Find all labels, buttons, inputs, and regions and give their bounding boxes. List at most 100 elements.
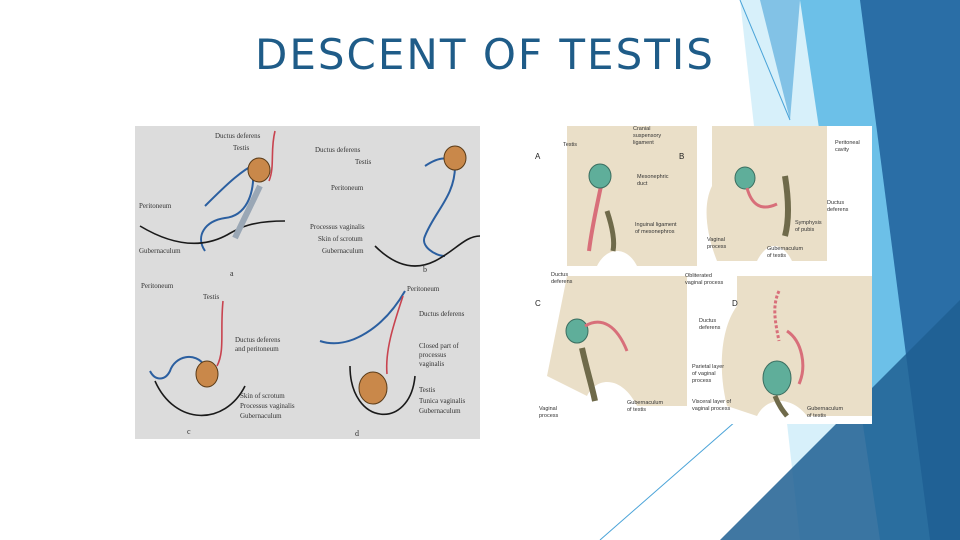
panel-B-label-vaginal-2: process	[707, 244, 727, 250]
left-figure-drawing: Ductus deferens Testis Peritoneum Gubern…	[135, 126, 480, 439]
panel-b-label-processus: Processus vaginalis	[310, 223, 365, 231]
panel-B-label-guber-2: of testis	[767, 253, 786, 259]
panel-D-label-visceral-2: vaginal process	[692, 406, 730, 412]
panel-D-label-ductus: Ductus	[699, 318, 716, 324]
panel-b-peritoneum-line	[424, 159, 455, 257]
panel-A: A Testis Cranial suspensory ligament Mes…	[535, 126, 697, 266]
panel-D-label-parietal-3: process	[692, 378, 712, 384]
panel-C-letter: C	[535, 299, 541, 308]
panel-d-label-tunica: Tunica vaginalis	[419, 397, 465, 405]
panel-d-label-testis: Testis	[419, 386, 436, 394]
panel-b-testis	[444, 146, 466, 170]
panel-b-label-ductus: Ductus deferens	[315, 146, 361, 154]
panel-b-label-peritoneum: Peritoneum	[331, 184, 364, 192]
panel-A-body	[567, 126, 697, 266]
panel-A-label-meso: Mesonephric	[637, 174, 669, 180]
panel-A-label-testis: Testis	[563, 142, 577, 148]
panel-A-label-inguinal: Inguinal ligament	[635, 222, 677, 228]
panel-a-label-peritoneum: Peritoneum	[139, 202, 172, 210]
panel-A-label-cranial-3: ligament	[633, 140, 654, 146]
panel-C-body	[547, 276, 687, 406]
panel-d: Peritoneum Ductus deferens Closed part o…	[320, 285, 465, 438]
panel-D-testis	[763, 361, 791, 395]
panel-D-label-obliterated-2: vaginal process	[685, 280, 723, 286]
panel-d-peritoneum-line	[320, 291, 405, 343]
panel-D-body	[722, 276, 872, 416]
panel-B-label-cavity: Peritoneal	[835, 140, 860, 146]
panel-d-label-ductus: Ductus deferens	[419, 310, 465, 318]
panel-b-skin-line	[375, 236, 480, 266]
panel-a-label-ductus: Ductus deferens	[215, 132, 261, 140]
panel-d-letter: d	[355, 429, 359, 438]
panel-c-ductus	[217, 301, 223, 366]
panel-d-label-closed-3: vaginalis	[419, 360, 445, 368]
panel-A-label-cranial-2: suspensory	[633, 133, 661, 139]
panel-c-label-gubernaculum: Gubernaculum	[240, 412, 282, 420]
panel-A-testis	[589, 164, 611, 188]
slide-title: DESCENT OF TESTIS	[255, 30, 715, 79]
panel-a-letter: a	[230, 269, 234, 278]
panel-B-testis	[735, 167, 755, 189]
panel-B-label-symphysis: Symphysis	[795, 220, 822, 226]
panel-a-testis	[248, 158, 270, 182]
panel-c-label-processus: Processus vaginalis	[240, 402, 295, 410]
panel-D: D Obliterated vaginal process Ductus def…	[685, 273, 872, 419]
panel-D-label-ductus-2: deferens	[699, 325, 721, 331]
panel-C: C Ductus deferens Vaginal process Gubern…	[535, 272, 687, 419]
panel-b-letter: b	[423, 265, 427, 274]
panel-b: Ductus deferens Testis Peritoneum Proces…	[310, 146, 480, 274]
panel-C-label-ductus-2: deferens	[551, 279, 573, 285]
panel-C-label-ductus: Ductus	[551, 272, 568, 278]
panel-c-label-ductus-2: and peritoneum	[235, 345, 279, 353]
panel-D-letter: D	[732, 299, 738, 308]
left-descent-figure: Ductus deferens Testis Peritoneum Gubern…	[135, 126, 480, 439]
panel-a-label-gubernaculum: Gubernaculum	[139, 247, 181, 255]
panel-d-label-closed-2: processus	[419, 351, 446, 359]
panel-d-label-gubernaculum: Gubernaculum	[419, 407, 461, 415]
panel-d-testis	[359, 372, 387, 404]
panel-A-label-meso-2: duct	[637, 181, 648, 187]
panel-B-letter: B	[679, 152, 684, 161]
panel-B-label-symphysis-2: of pubis	[795, 227, 815, 233]
panel-d-label-peritoneum: Peritoneum	[407, 285, 440, 293]
panel-A-label-inguinal-2: of mesonephros	[635, 229, 675, 235]
panel-C-label-guber: Gubernaculum	[627, 400, 663, 406]
panel-C-label-vaginal: Vaginal	[539, 406, 557, 412]
panel-C-testis	[566, 319, 588, 343]
panel-B-label-ductus-2: deferens	[827, 207, 849, 213]
panel-D-label-parietal: Parietal layer	[692, 364, 724, 370]
panel-a-label-testis: Testis	[233, 144, 250, 152]
panel-d-label-closed: Closed part of	[419, 342, 459, 350]
panel-b-label-skin: Skin of scrotum	[318, 235, 363, 243]
panel-c-skin-line	[155, 381, 245, 415]
panel-C-label-vaginal-2: process	[539, 413, 559, 419]
panel-D-label-guber: Gubernaculum	[807, 406, 843, 412]
panel-a-skin-line	[140, 221, 285, 243]
right-figure-drawing: A Testis Cranial suspensory ligament Mes…	[527, 126, 872, 424]
panel-B-label-cavity-2: cavity	[835, 147, 849, 153]
panel-B-guber	[785, 176, 788, 236]
panel-B-label-vaginal: Vaginal	[707, 237, 725, 243]
panel-c-label-testis: Testis	[203, 293, 220, 301]
panel-c-label-skin: Skin of scrotum	[240, 392, 285, 400]
right-descent-figure: A Testis Cranial suspensory ligament Mes…	[527, 126, 872, 424]
panel-B-label-guber: Gubernaculum	[767, 246, 803, 252]
panel-c-letter: c	[187, 427, 191, 436]
panel-D-label-parietal-2: of vaginal	[692, 371, 716, 377]
panel-D-label-obliterated: Obliterated	[685, 273, 712, 279]
panel-a: Ductus deferens Testis Peritoneum Gubern…	[139, 131, 285, 278]
panel-c-label-peritoneum: Peritoneum	[141, 282, 174, 290]
panel-b-label-gubernaculum: Gubernaculum	[322, 247, 364, 255]
panel-c-testis	[196, 361, 218, 387]
panel-B: B Peritoneal cavity Ductus deferens Symp…	[679, 126, 860, 261]
panel-C-label-guber-2: of testis	[627, 407, 646, 413]
panel-D-label-visceral: Visceral layer of	[692, 399, 731, 405]
panel-D-label-guber-2: of testis	[807, 413, 826, 419]
panel-B-label-ductus: Ductus	[827, 200, 844, 206]
panel-c-label-ductus: Ductus deferens	[235, 336, 281, 344]
panel-b-label-testis: Testis	[355, 158, 372, 166]
panel-c: Peritoneum Testis Ductus deferens and pe…	[141, 282, 295, 436]
panel-A-label-cranial: Cranial	[633, 126, 650, 132]
panel-A-letter: A	[535, 152, 541, 161]
